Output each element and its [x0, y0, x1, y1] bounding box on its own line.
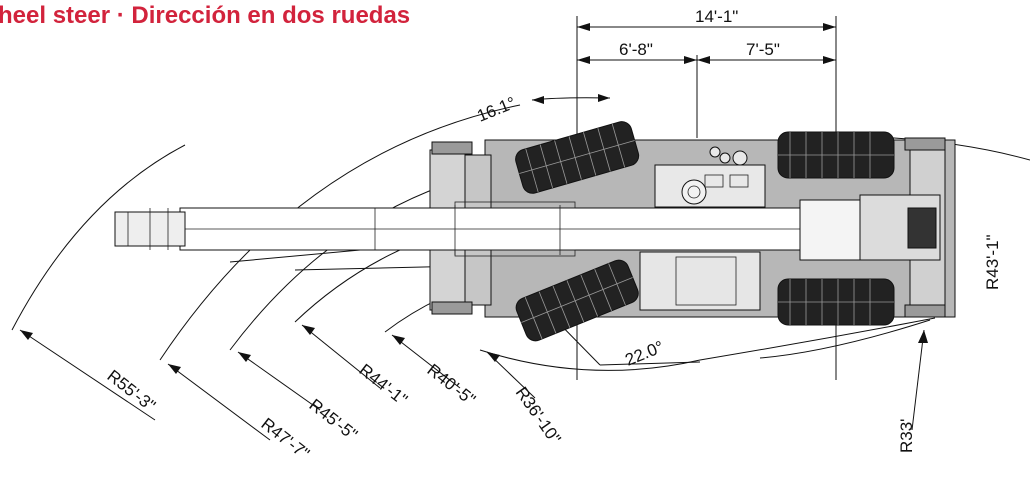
diagram-title: heel steer · Dirección en dos ruedas [0, 2, 411, 29]
overall-width-label: 14'-1" [695, 7, 738, 26]
radius-leaders [19, 324, 928, 441]
radius-label-r4: R44'-1" [356, 360, 412, 409]
front-width-label: 6'-8" [619, 40, 653, 59]
rear-right-tire [777, 278, 895, 326]
angle-markers [532, 94, 701, 366]
radius-label-r8: R43'-1" [983, 234, 1002, 290]
upper-steer-angle-label: 16.1° [474, 93, 518, 126]
radius-label-r5: R40'-5" [424, 360, 480, 409]
radius-label-r3: R45'-5" [306, 395, 362, 444]
front-right-tire [515, 259, 639, 342]
radius-label-r6: R36'-10" [512, 383, 565, 447]
rear-left-tire [777, 131, 895, 179]
rear-width-label: 7'-5" [746, 40, 780, 59]
telescopic-boom [114, 199, 861, 261]
front-left-tire [515, 121, 640, 194]
radius-label-r7: R33' [897, 419, 916, 453]
lower-steer-angle-label: 22.0° [622, 337, 666, 370]
radius-label-r2: R47'-7" [258, 414, 314, 463]
operator-cab [654, 164, 766, 208]
